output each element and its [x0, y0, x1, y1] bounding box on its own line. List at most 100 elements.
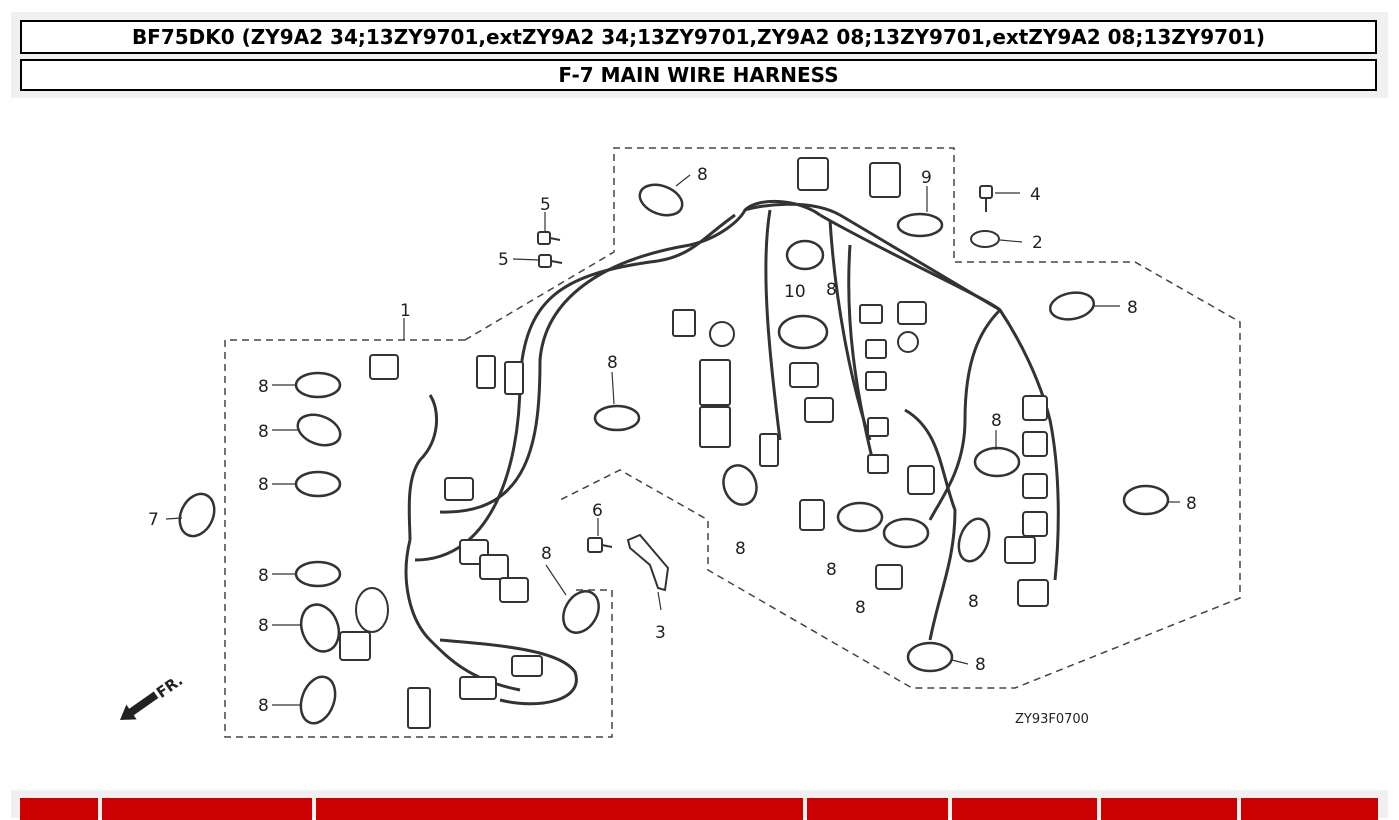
connector [799, 499, 825, 531]
callout-6: 6 [592, 501, 603, 521]
bolt [979, 185, 993, 212]
clamp [638, 183, 684, 217]
connector-round [355, 587, 389, 633]
callout-8: 8 [855, 598, 866, 618]
connector [459, 676, 497, 700]
callout-8: 8 [258, 475, 269, 495]
trunk-left-lower [414, 213, 736, 562]
trunk-lower-right [904, 408, 957, 641]
connector [1022, 431, 1048, 457]
connector [1022, 473, 1048, 499]
connector-block [699, 359, 731, 406]
clamp [294, 470, 342, 498]
connector [789, 362, 819, 388]
model-title: BF75DK0 (ZY9A2 34;13ZY9701,extZY9A2 34;1… [20, 20, 1377, 54]
connector [875, 564, 903, 590]
callout-8: 8 [735, 539, 746, 559]
callout-3: 3 [655, 623, 666, 643]
table-col-1 [20, 798, 98, 820]
header-panel: BF75DK0 (ZY9A2 34;13ZY9701,extZY9A2 34;1… [11, 12, 1388, 98]
leader-lines [165, 174, 1180, 706]
connector [1017, 579, 1049, 607]
clamp [562, 590, 600, 634]
clamp [882, 517, 930, 549]
connectors [339, 157, 1049, 729]
connector-round [897, 331, 919, 353]
clamp [896, 212, 944, 238]
connector [407, 687, 431, 729]
bolt [587, 537, 613, 553]
trunk-left-loop [439, 638, 578, 706]
connector [865, 371, 887, 391]
connector [907, 465, 935, 495]
connector [804, 397, 834, 423]
connector [759, 433, 779, 467]
callout-8: 8 [258, 377, 269, 397]
clamp [1048, 291, 1096, 321]
connector [339, 631, 371, 661]
callout-8: 8 [1127, 298, 1138, 318]
section-title: F-7 MAIN WIRE HARNESS [20, 59, 1377, 91]
callouts: 1 2 3 4 5 5 6 7 8 8 8 8 8 8 8 8 8 8 8 8 … [148, 165, 1197, 716]
connector [865, 339, 887, 359]
clamp [294, 560, 342, 588]
callout-8: 8 [541, 544, 552, 564]
table-col-3 [316, 798, 803, 820]
callout-8: 8 [607, 353, 618, 373]
table-col-2 [102, 798, 312, 820]
outline-main-group [464, 147, 1241, 689]
connector [867, 454, 889, 474]
parts-table-header-strip [11, 790, 1388, 820]
clamp [294, 371, 342, 399]
table-col-6 [1101, 798, 1237, 820]
parts-diagram: 1 2 3 4 5 5 6 7 8 8 8 8 8 8 8 8 8 8 8 8 … [120, 147, 1241, 738]
table-col-5 [952, 798, 1097, 820]
clamp [777, 314, 829, 350]
callout-1: 1 [400, 301, 411, 321]
callout-8: 8 [697, 165, 708, 185]
clamp [973, 446, 1021, 478]
connector-block [699, 406, 731, 448]
arrow-icon [120, 691, 159, 720]
callout-5a: 5 [540, 195, 551, 215]
callout-8: 8 [258, 616, 269, 636]
callout-8: 8 [975, 655, 986, 675]
connector [504, 361, 524, 395]
callout-7: 7 [148, 510, 159, 530]
trunk-right [819, 213, 1002, 521]
connector [369, 354, 399, 380]
connector [444, 477, 474, 501]
connector [869, 162, 901, 198]
callout-9: 9 [921, 168, 932, 188]
clamp [836, 501, 884, 533]
callout-10: 10 [784, 282, 806, 302]
front-direction-arrow: FR. [120, 671, 186, 720]
callout-5b: 5 [498, 250, 509, 270]
trunk-left-branch [407, 394, 439, 541]
callout-8: 8 [991, 411, 1002, 431]
harness-trunks [404, 199, 1060, 706]
trunk-top [744, 202, 1001, 312]
grommet [970, 230, 1000, 248]
callout-8: 8 [968, 592, 979, 612]
clamp [593, 404, 641, 432]
trunk-center-down [764, 209, 782, 441]
callout-8: 8 [1186, 494, 1197, 514]
connector [672, 309, 696, 337]
connector [511, 655, 543, 677]
clamp [178, 492, 216, 538]
connector [859, 304, 883, 324]
connector [797, 157, 829, 191]
callout-8: 8 [258, 696, 269, 716]
connector [1004, 536, 1036, 564]
connector [479, 554, 509, 580]
callout-8: 8 [826, 280, 837, 300]
harness-stay [626, 533, 670, 592]
trunk-center-bundle [847, 244, 877, 471]
connector [897, 301, 927, 325]
connector [1022, 395, 1048, 421]
clamp [296, 413, 342, 447]
connector-round [709, 321, 735, 347]
connector [476, 355, 496, 389]
hardware [537, 185, 1000, 592]
